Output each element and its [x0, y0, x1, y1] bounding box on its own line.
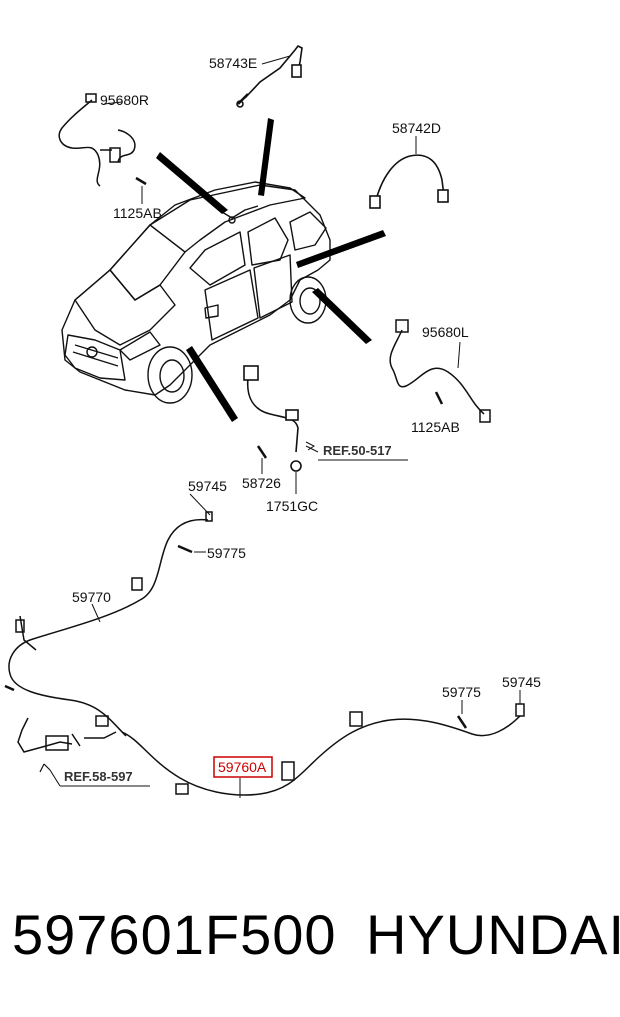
- hose-58726: [243, 365, 302, 494]
- label-58743e: 58743E: [209, 55, 257, 71]
- cable-59760a: [121, 690, 525, 798]
- label-1751gc: 1751GC: [266, 498, 318, 514]
- label-59745-right: 59745: [502, 674, 541, 690]
- brand-name: HYUNDAI: [366, 903, 620, 966]
- label-1125ab-right: 1125AB: [411, 419, 460, 435]
- label-58726: 58726: [242, 475, 281, 491]
- label-95680l: 95680L: [422, 324, 469, 340]
- label-59760a: 59760A: [218, 759, 267, 775]
- label-59770: 59770: [72, 589, 111, 605]
- label-59775-right: 59775: [442, 684, 481, 700]
- car-illustration: [61, 181, 331, 404]
- hose-58743e: [236, 44, 303, 108]
- cable-59770: [4, 493, 213, 737]
- highlight-box: [213, 756, 273, 778]
- pointer-wedges: [156, 118, 386, 422]
- label-59775-top: 59775: [207, 545, 246, 561]
- part-number: 597601F500: [12, 903, 337, 966]
- ref-58-597-label: REF.58-597: [64, 769, 133, 784]
- sensor-95680r: [58, 93, 147, 187]
- parts-diagram: 58743E 95680R 1125AB 58742D 95680L 1125A…: [4, 44, 541, 798]
- hose-58742d: [369, 136, 449, 209]
- ref-58-597-assembly: [17, 717, 150, 787]
- label-59745-top: 59745: [188, 478, 227, 494]
- ref-50-517-callout: REF.50-517: [305, 441, 408, 461]
- label-1125ab-top: 1125AB: [113, 205, 162, 221]
- label-58742d: 58742D: [392, 120, 441, 136]
- footer: 597601F500 HYUNDAI: [0, 880, 620, 1000]
- ref-50-517-label: REF.50-517: [323, 443, 392, 458]
- label-95680r: 95680R: [100, 92, 149, 108]
- sensor-95680l: [389, 319, 491, 423]
